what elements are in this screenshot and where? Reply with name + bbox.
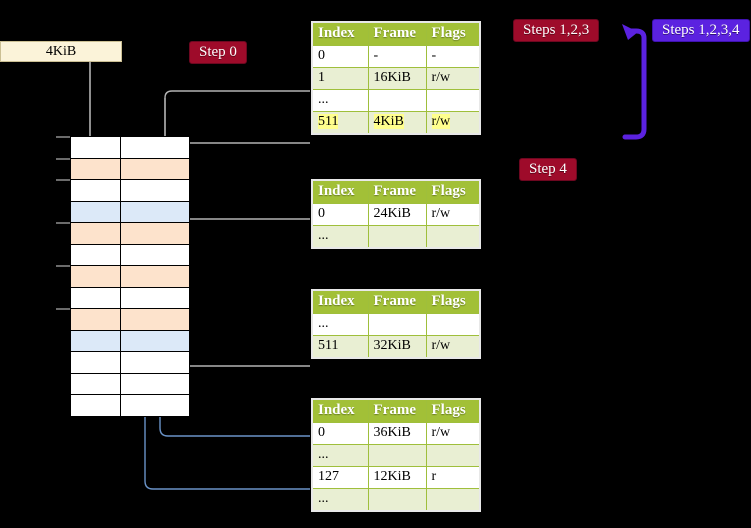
cell-index: ... — [311, 313, 369, 336]
cell-index: 0 — [311, 45, 369, 68]
memory-frame-row — [70, 265, 190, 288]
step4-badge: Step 4 — [519, 158, 577, 181]
steps123-badge: Steps 1,2,3 — [513, 19, 600, 42]
cell-frame: 32KiB — [367, 335, 427, 359]
cell-flags: r/w — [425, 335, 481, 359]
step0-badge: Step 0 — [189, 41, 247, 64]
column-header-index: Index — [311, 398, 369, 423]
table-row: 0-- — [311, 45, 481, 68]
memory-frame-row — [70, 136, 190, 159]
memory-frame-row — [70, 200, 190, 223]
cell-flags — [425, 444, 481, 467]
cell-flags — [425, 488, 481, 512]
kib-box: 4KiB — [0, 41, 122, 62]
cell-flags: r/w — [425, 422, 481, 445]
cell-frame: - — [367, 45, 427, 68]
cell-flags — [425, 313, 481, 336]
arrowhead-steps-bracket — [622, 24, 638, 40]
steps1234-badge: Steps 1,2,3,4 — [652, 19, 750, 42]
memory-frame-row — [70, 222, 190, 245]
cell-index: 0 — [311, 203, 369, 226]
column-header-frame: Frame — [367, 21, 427, 46]
cell-frame — [367, 488, 427, 512]
column-header-flags: Flags — [425, 289, 481, 314]
table-row: ... — [311, 444, 481, 467]
column-header-index: Index — [311, 21, 369, 46]
cell-index: ... — [311, 488, 369, 512]
memory-tick — [56, 222, 70, 224]
cell-flags: r/w — [425, 203, 481, 226]
memory-tick — [56, 265, 70, 267]
cell-index: 511 — [311, 111, 369, 135]
column-header-flags: Flags — [425, 21, 481, 46]
column-header-frame: Frame — [367, 398, 427, 423]
column-header-index: Index — [311, 179, 369, 204]
cell-frame — [367, 225, 427, 249]
memory-tick — [56, 157, 70, 160]
table-row: ... — [311, 225, 481, 249]
memory-frame-row — [70, 179, 190, 202]
column-header-frame: Frame — [367, 179, 427, 204]
cell-index: 1 — [311, 67, 369, 90]
column-header-frame: Frame — [367, 289, 427, 314]
memory-frame-row — [70, 286, 190, 309]
memory-frame-row — [70, 243, 190, 266]
cell-frame: 24KiB — [367, 203, 427, 226]
memory-frame-row — [70, 329, 190, 352]
memory-column-divider — [120, 136, 121, 417]
cell-frame: 4KiB — [367, 111, 427, 135]
cell-frame — [367, 444, 427, 467]
table-row: ... — [311, 89, 481, 112]
memory-frame-row — [70, 394, 190, 417]
cell-flags — [425, 89, 481, 112]
cell-flags: r/w — [425, 111, 481, 135]
memory-tick — [56, 179, 70, 181]
wire-pdpt-to-mem — [175, 218, 311, 258]
cell-flags: r/w — [425, 67, 481, 90]
memory-tick — [56, 136, 70, 138]
cell-flags — [425, 225, 481, 249]
cell-flags: - — [425, 45, 481, 68]
cell-frame — [367, 313, 427, 336]
memory-tick — [56, 308, 70, 310]
cell-index: ... — [311, 225, 369, 249]
cell-frame: 12KiB — [367, 466, 427, 489]
column-header-flags: Flags — [425, 398, 481, 423]
cell-frame: 36KiB — [367, 422, 427, 445]
cell-frame: 16KiB — [367, 67, 427, 90]
wire-steps-bracket — [622, 28, 647, 140]
cell-flags: r — [425, 466, 481, 489]
cell-frame — [367, 89, 427, 112]
cell-index: 127 — [311, 466, 369, 489]
table-row: ... — [311, 313, 481, 336]
memory-frame-row — [70, 372, 190, 395]
cell-index: 511 — [311, 335, 369, 359]
memory-frame-row — [70, 157, 190, 180]
column-header-index: Index — [311, 289, 369, 314]
column-header-flags: Flags — [425, 179, 481, 204]
cell-index: ... — [311, 444, 369, 467]
cell-index: 0 — [311, 422, 369, 445]
table-row: ... — [311, 488, 481, 512]
memory-frame-row — [70, 351, 190, 374]
cell-index: ... — [311, 89, 369, 112]
memory-frame-row — [70, 308, 190, 331]
